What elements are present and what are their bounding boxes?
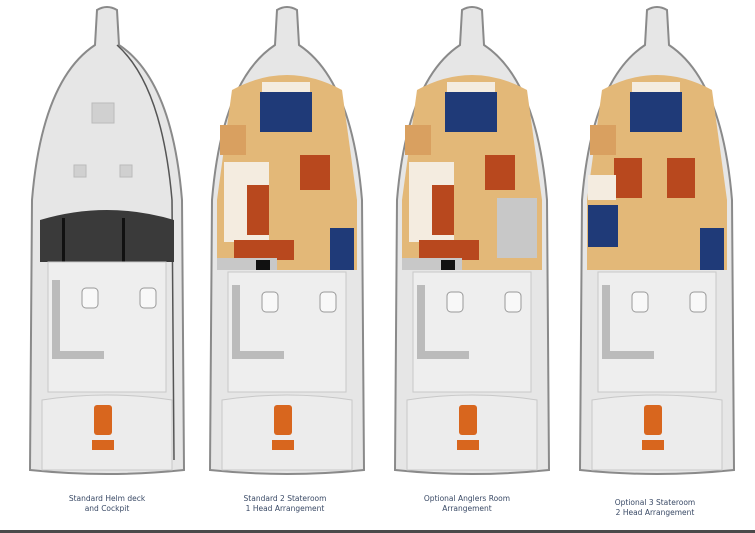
caption-optional-3-stateroom: Optional 3 Stateroom 2 Head Arrangement xyxy=(560,498,750,518)
caption-line: Standard Helm deck xyxy=(68,494,146,503)
boat-helm-deck xyxy=(22,0,192,480)
optional-3-stateroom-plan xyxy=(578,6,736,475)
helm-deck-plan xyxy=(28,6,186,475)
caption-line: Optional 3 Stateroom xyxy=(614,498,696,507)
caption-line: and Cockpit xyxy=(84,504,130,513)
caption-line: Arrangement xyxy=(442,504,492,513)
anglers-room-plan xyxy=(393,6,551,475)
standard-2-stateroom-plan xyxy=(208,6,366,475)
caption-line: 1 Head Arrangement xyxy=(245,504,325,513)
boat-anglers-room xyxy=(387,0,557,480)
caption-anglers-room: Optional Anglers Room Arrangement xyxy=(372,494,562,514)
caption-line: Optional Anglers Room xyxy=(423,494,511,503)
caption-line: 2 Head Arrangement xyxy=(615,508,695,517)
caption-line: Standard 2 Stateroom xyxy=(243,494,327,503)
caption-standard-2-stateroom: Standard 2 Stateroom 1 Head Arrangement xyxy=(190,494,380,514)
bottom-rule xyxy=(0,530,755,533)
boat-standard-2-stateroom xyxy=(202,0,372,480)
boat-optional-3-stateroom xyxy=(572,0,742,480)
caption-helm-deck: Standard Helm deck and Cockpit xyxy=(12,494,202,514)
